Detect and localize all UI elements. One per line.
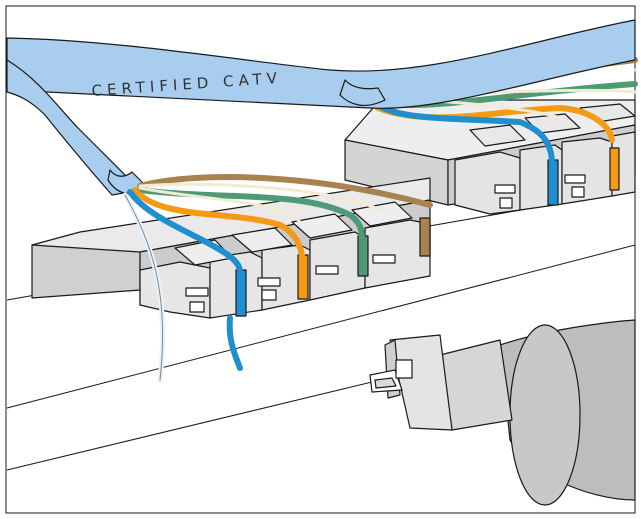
contact-blue-left [235, 269, 247, 317]
contact-orange-right [609, 147, 620, 191]
contact-green-left [357, 235, 369, 277]
wires-left [122, 174, 433, 383]
cat-cable: CERTIFIED CATV [6, 19, 636, 196]
contact-brown-left [419, 217, 431, 257]
contact-blue-right [547, 159, 559, 206]
punch-down-tool [369, 319, 636, 506]
contact-orange-left [297, 254, 309, 300]
